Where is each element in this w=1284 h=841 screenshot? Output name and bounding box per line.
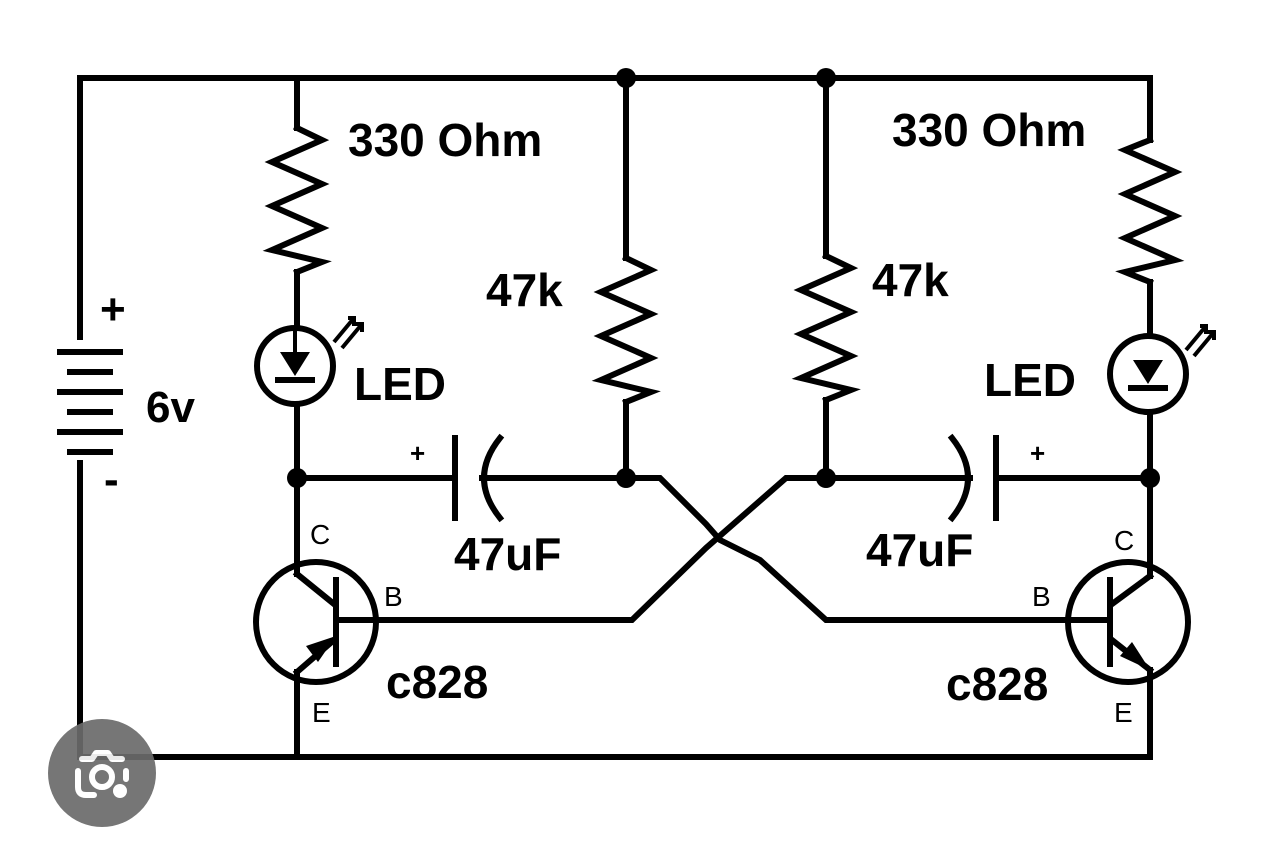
right-base-resistor-label: 47k <box>872 254 949 306</box>
left-transistor-symbol <box>253 557 379 760</box>
battery-positive-label: + <box>100 285 126 334</box>
top-rail-wire <box>77 75 1153 760</box>
right-pin-e-label: E <box>1114 697 1133 728</box>
right-pin-c-label: C <box>1114 525 1134 556</box>
left-collector-resistor-label: 330 Ohm <box>348 114 542 166</box>
left-pin-c-label: C <box>310 519 330 550</box>
left-pin-e-label: E <box>312 697 331 728</box>
right-capacitor-polarity-label: + <box>1030 438 1045 468</box>
cross-wire-right-to-left-base <box>367 475 829 623</box>
camera-lens-button[interactable] <box>48 719 156 827</box>
battery-negative-label: - <box>104 455 119 504</box>
right-collector-resistor-label: 330 Ohm <box>892 104 1086 156</box>
left-base-resistor <box>591 253 661 406</box>
left-pin-b-label: B <box>384 581 403 612</box>
right-transistor-symbol <box>1059 559 1191 760</box>
right-capacitor-label: 47uF <box>866 524 973 576</box>
right-transistor-label: c828 <box>946 658 1048 710</box>
left-capacitor-label: 47uF <box>454 528 561 580</box>
right-led-symbol <box>1107 324 1216 415</box>
cross-wire-left-to-right-base <box>623 475 1065 623</box>
left-capacitor-polarity-label: + <box>410 438 425 468</box>
camera-lens-icon <box>75 750 129 798</box>
left-transistor-label: c828 <box>386 656 488 708</box>
right-base-resistor <box>791 251 861 404</box>
left-collector-resistor <box>262 123 332 276</box>
right-base-resistor-node <box>816 468 836 488</box>
battery-symbol <box>57 340 123 460</box>
right-led-label: LED <box>984 354 1076 406</box>
left-base-resistor-label: 47k <box>486 264 563 316</box>
left-led-label: LED <box>354 358 446 410</box>
right-collector-resistor <box>1115 136 1185 286</box>
left-led-symbol <box>254 316 364 407</box>
right-pin-b-label: B <box>1032 581 1051 612</box>
battery-voltage-label: 6v <box>146 383 195 432</box>
